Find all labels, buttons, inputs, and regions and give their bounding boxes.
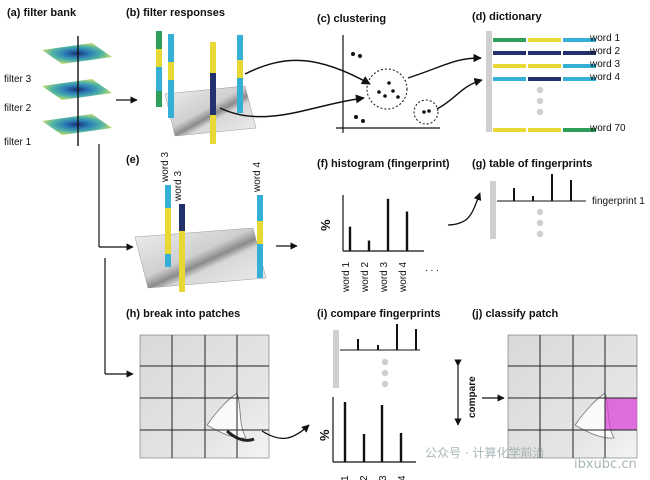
filter-layer-2	[42, 79, 112, 100]
panel-e-label: (e)	[126, 154, 140, 166]
compare-cat-2: 2	[359, 475, 370, 480]
patch-grid-j	[507, 334, 638, 459]
fingerprint-table	[447, 174, 586, 239]
panel-c-label: (c) clustering	[317, 13, 387, 25]
word-2-label: word 2	[590, 46, 621, 57]
hist-ellipsis: . . .	[425, 263, 439, 274]
compare-ylabel: %	[317, 429, 332, 441]
filter-1-label: filter 1	[4, 137, 32, 148]
compare-cat-4: 4	[397, 475, 408, 480]
watermark-url: ibxubc.cn	[574, 457, 637, 472]
clustering-plot	[336, 35, 483, 133]
word-4-label: word 4	[590, 72, 621, 83]
compare-cat-1: 1	[340, 475, 351, 480]
watermark-text: 公众号 · 计算化学前沿	[425, 446, 545, 460]
word-1-label: word 1	[590, 33, 621, 44]
filter-2-label: filter 2	[4, 103, 32, 114]
hist-word-2: word 2	[360, 261, 371, 292]
filter-layer-3	[42, 43, 112, 64]
response-label-word4: word 4	[252, 161, 263, 192]
compare-fingerprints	[332, 324, 505, 463]
filter-layer-1	[42, 114, 112, 135]
hist-word-3: word 3	[379, 261, 390, 292]
word-70-label: word 70	[590, 123, 626, 134]
panel-a-label: (a) filter bank	[7, 7, 77, 19]
dictionary	[486, 31, 596, 132]
histogram-ylabel: %	[318, 219, 333, 231]
response-label-word3-a: word 3	[160, 151, 171, 182]
panel-b-label: (b) filter responses	[126, 7, 226, 19]
response-label-word3-b: word 3	[173, 170, 184, 201]
panel-f-label: (f) histogram (fingerprint)	[317, 158, 450, 170]
histogram-chart	[342, 195, 424, 252]
cluster-1	[366, 68, 408, 110]
patch-grid-h	[139, 334, 310, 459]
panel-h-label: (h) break into patches	[126, 308, 241, 320]
hist-word-1: word 1	[341, 261, 352, 292]
fingerprint-1-label: fingerprint 1	[592, 196, 645, 207]
cluster-2	[413, 99, 439, 125]
panel-d-label: (d) dictionary	[472, 11, 542, 23]
response-surface-b	[156, 31, 371, 144]
compare-cat-3: 3	[378, 475, 389, 480]
word-3-label: word 3	[590, 59, 621, 70]
classified-patch	[605, 398, 637, 430]
panel-i-label: (i) compare fingerprints	[317, 308, 441, 320]
panel-g-label: (g) table of fingerprints	[472, 158, 593, 170]
response-surface-e	[134, 185, 298, 292]
compare-label: compare	[467, 376, 478, 418]
hist-word-4: word 4	[398, 261, 409, 292]
filter-bank	[42, 36, 112, 146]
filter-3-label: filter 3	[4, 74, 32, 85]
panel-j-label: (j) classify patch	[472, 308, 559, 320]
